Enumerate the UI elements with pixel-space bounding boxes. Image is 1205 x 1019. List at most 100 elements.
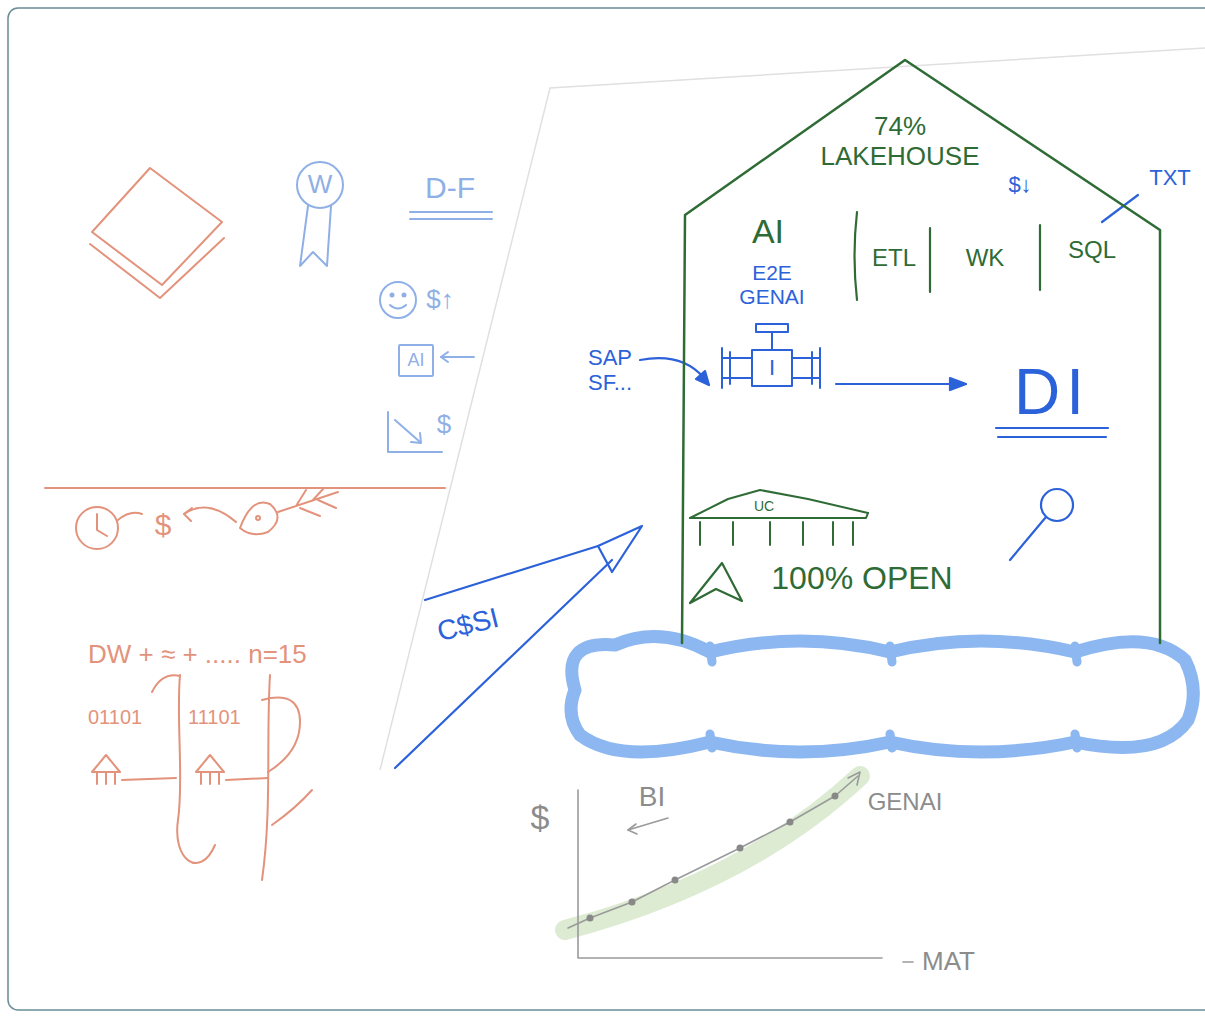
catalog-temple-stroke (769, 522, 771, 545)
clock-arrow (118, 513, 142, 520)
data-point (787, 819, 794, 826)
house-heading: 74% LAKEHOUSE (821, 112, 980, 172)
binary-label: 11101 (188, 706, 241, 729)
mini-chart-axes (388, 412, 442, 452)
cloud-outline (571, 636, 1193, 752)
valve-icon-stroke (756, 324, 788, 332)
valve-icon-stroke (819, 348, 821, 388)
curved-arrow (184, 508, 236, 522)
data-point (587, 915, 594, 922)
axis-label: MAT (922, 947, 975, 977)
tree-bracket (262, 698, 300, 772)
catalog-temple-shape (688, 485, 870, 548)
valve-icon-stroke (729, 352, 731, 384)
formula-note: DW + ≈ + ..... n=15 (88, 640, 307, 670)
source-label: SAP SF... (588, 345, 632, 396)
delta-icon (690, 563, 742, 603)
pillar-label: AI (752, 212, 784, 251)
catalog-temple-stroke (832, 522, 834, 545)
maturity-chart (565, 772, 913, 962)
trend-band (565, 776, 860, 930)
underline (998, 436, 1106, 438)
pillar-note: E2E GENAI (739, 261, 804, 309)
sprout-lines (278, 488, 338, 516)
arrow-head (628, 824, 637, 834)
binary-label: 01101 (88, 706, 142, 729)
pillar-label: SQL (1068, 236, 1116, 264)
arrow-head (411, 433, 421, 443)
arrow-head (441, 352, 448, 362)
underline (996, 427, 1108, 429)
blue-ink (395, 195, 1138, 768)
valve-icon-stroke (752, 350, 792, 386)
source-arrow (640, 358, 704, 378)
axis-dash (903, 961, 913, 963)
pillar-label: WK (966, 244, 1005, 272)
sketch-label: $ (437, 410, 451, 440)
leader-line (1102, 195, 1138, 222)
smiley-face (380, 282, 416, 318)
medal-circle (297, 162, 343, 208)
tree-branch (122, 778, 268, 780)
valve-label: I (769, 355, 775, 380)
tree-line (177, 675, 215, 863)
down-trend-arrow (395, 420, 420, 442)
valve-icon-stroke (722, 357, 752, 359)
medal-letter: W (308, 170, 333, 200)
arrow-head (696, 371, 709, 385)
underline (410, 211, 492, 213)
openness-label: 100% OPEN (771, 560, 952, 597)
smiley-mouth (390, 305, 406, 309)
separator (855, 212, 858, 300)
chart-label: GENAI (868, 788, 943, 816)
valve-icon: I (712, 318, 830, 410)
separator (929, 228, 931, 292)
pillar-label: ETL (872, 244, 916, 272)
flow-arrow (836, 383, 952, 385)
cloud (571, 636, 1193, 752)
arrow-head (598, 526, 642, 572)
seed-eye (256, 516, 260, 520)
tree-branch (272, 790, 312, 825)
sketch-label: D-F (425, 171, 475, 206)
arrow-head (184, 508, 192, 521)
clock-icon (76, 507, 118, 549)
underline (410, 218, 492, 220)
green-ink (690, 212, 1040, 603)
clock-hands (97, 514, 107, 536)
trend-line (568, 776, 858, 928)
valve-icon-stroke (722, 377, 752, 379)
tree-branch (152, 675, 180, 692)
paper-sheet (92, 168, 222, 285)
paper-sheet (90, 238, 224, 298)
data-point (832, 793, 839, 800)
medal-ribbon (300, 206, 331, 266)
valve-icon-stroke (792, 377, 820, 379)
blue-sketch (300, 206, 492, 452)
catalog-temple: UC (688, 485, 870, 548)
catalog-temple-stroke (732, 522, 734, 545)
valve-icon-stroke (771, 332, 773, 350)
axis-label: $ (531, 798, 550, 837)
sketch-label: $ (155, 508, 172, 543)
catalog-temple-stroke (690, 513, 868, 518)
catalog-temple-stroke (802, 522, 804, 545)
valve-icon-stroke (811, 352, 813, 384)
magnifier-handle (1010, 517, 1046, 560)
data-point (737, 845, 744, 852)
catalog-temple-stroke (699, 522, 701, 545)
catalog-temple-stroke (690, 490, 868, 518)
cloud-bumps (710, 646, 1077, 748)
ai-box: AI (398, 344, 434, 377)
data-point (629, 899, 636, 906)
valve-icon-stroke (721, 348, 723, 388)
pointer-arrow (441, 356, 474, 358)
box-label: AI (407, 350, 424, 371)
partner-label: C$SI (434, 602, 502, 648)
smiley-eye (391, 294, 394, 297)
separator (1039, 225, 1041, 290)
